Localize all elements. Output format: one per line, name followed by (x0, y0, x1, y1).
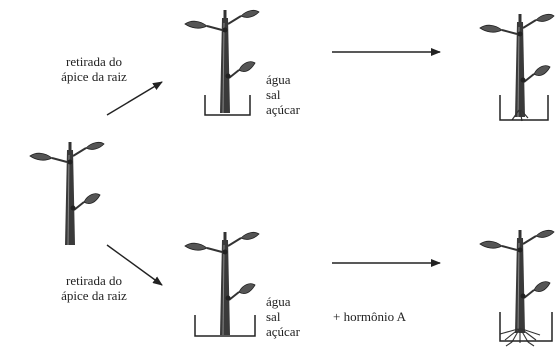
top-treatment-label: retirada do ápice da raiz (61, 54, 127, 84)
hormone-label: + hormônio A (333, 309, 407, 324)
bottom-result-plant (478, 228, 556, 335)
source-plant (28, 140, 106, 247)
top-result-container (499, 95, 549, 121)
bottom-container (194, 315, 256, 337)
bottom-result-roots (499, 327, 541, 347)
bottom-cut-plant (183, 230, 261, 337)
top-result-plant (478, 12, 556, 119)
bottom-branch-arrow (106, 244, 163, 286)
top-container (204, 95, 251, 116)
bottom-treatment-label: retirada do ápice da raiz (61, 273, 127, 303)
top-result-roots (511, 109, 529, 122)
bottom-medium-label: água sal açúcar (266, 294, 300, 339)
top-branch-arrow (106, 81, 163, 116)
bottom-result-container (499, 312, 553, 342)
top-cut-plant (183, 8, 261, 115)
top-medium-label: água sal açúcar (266, 72, 300, 117)
